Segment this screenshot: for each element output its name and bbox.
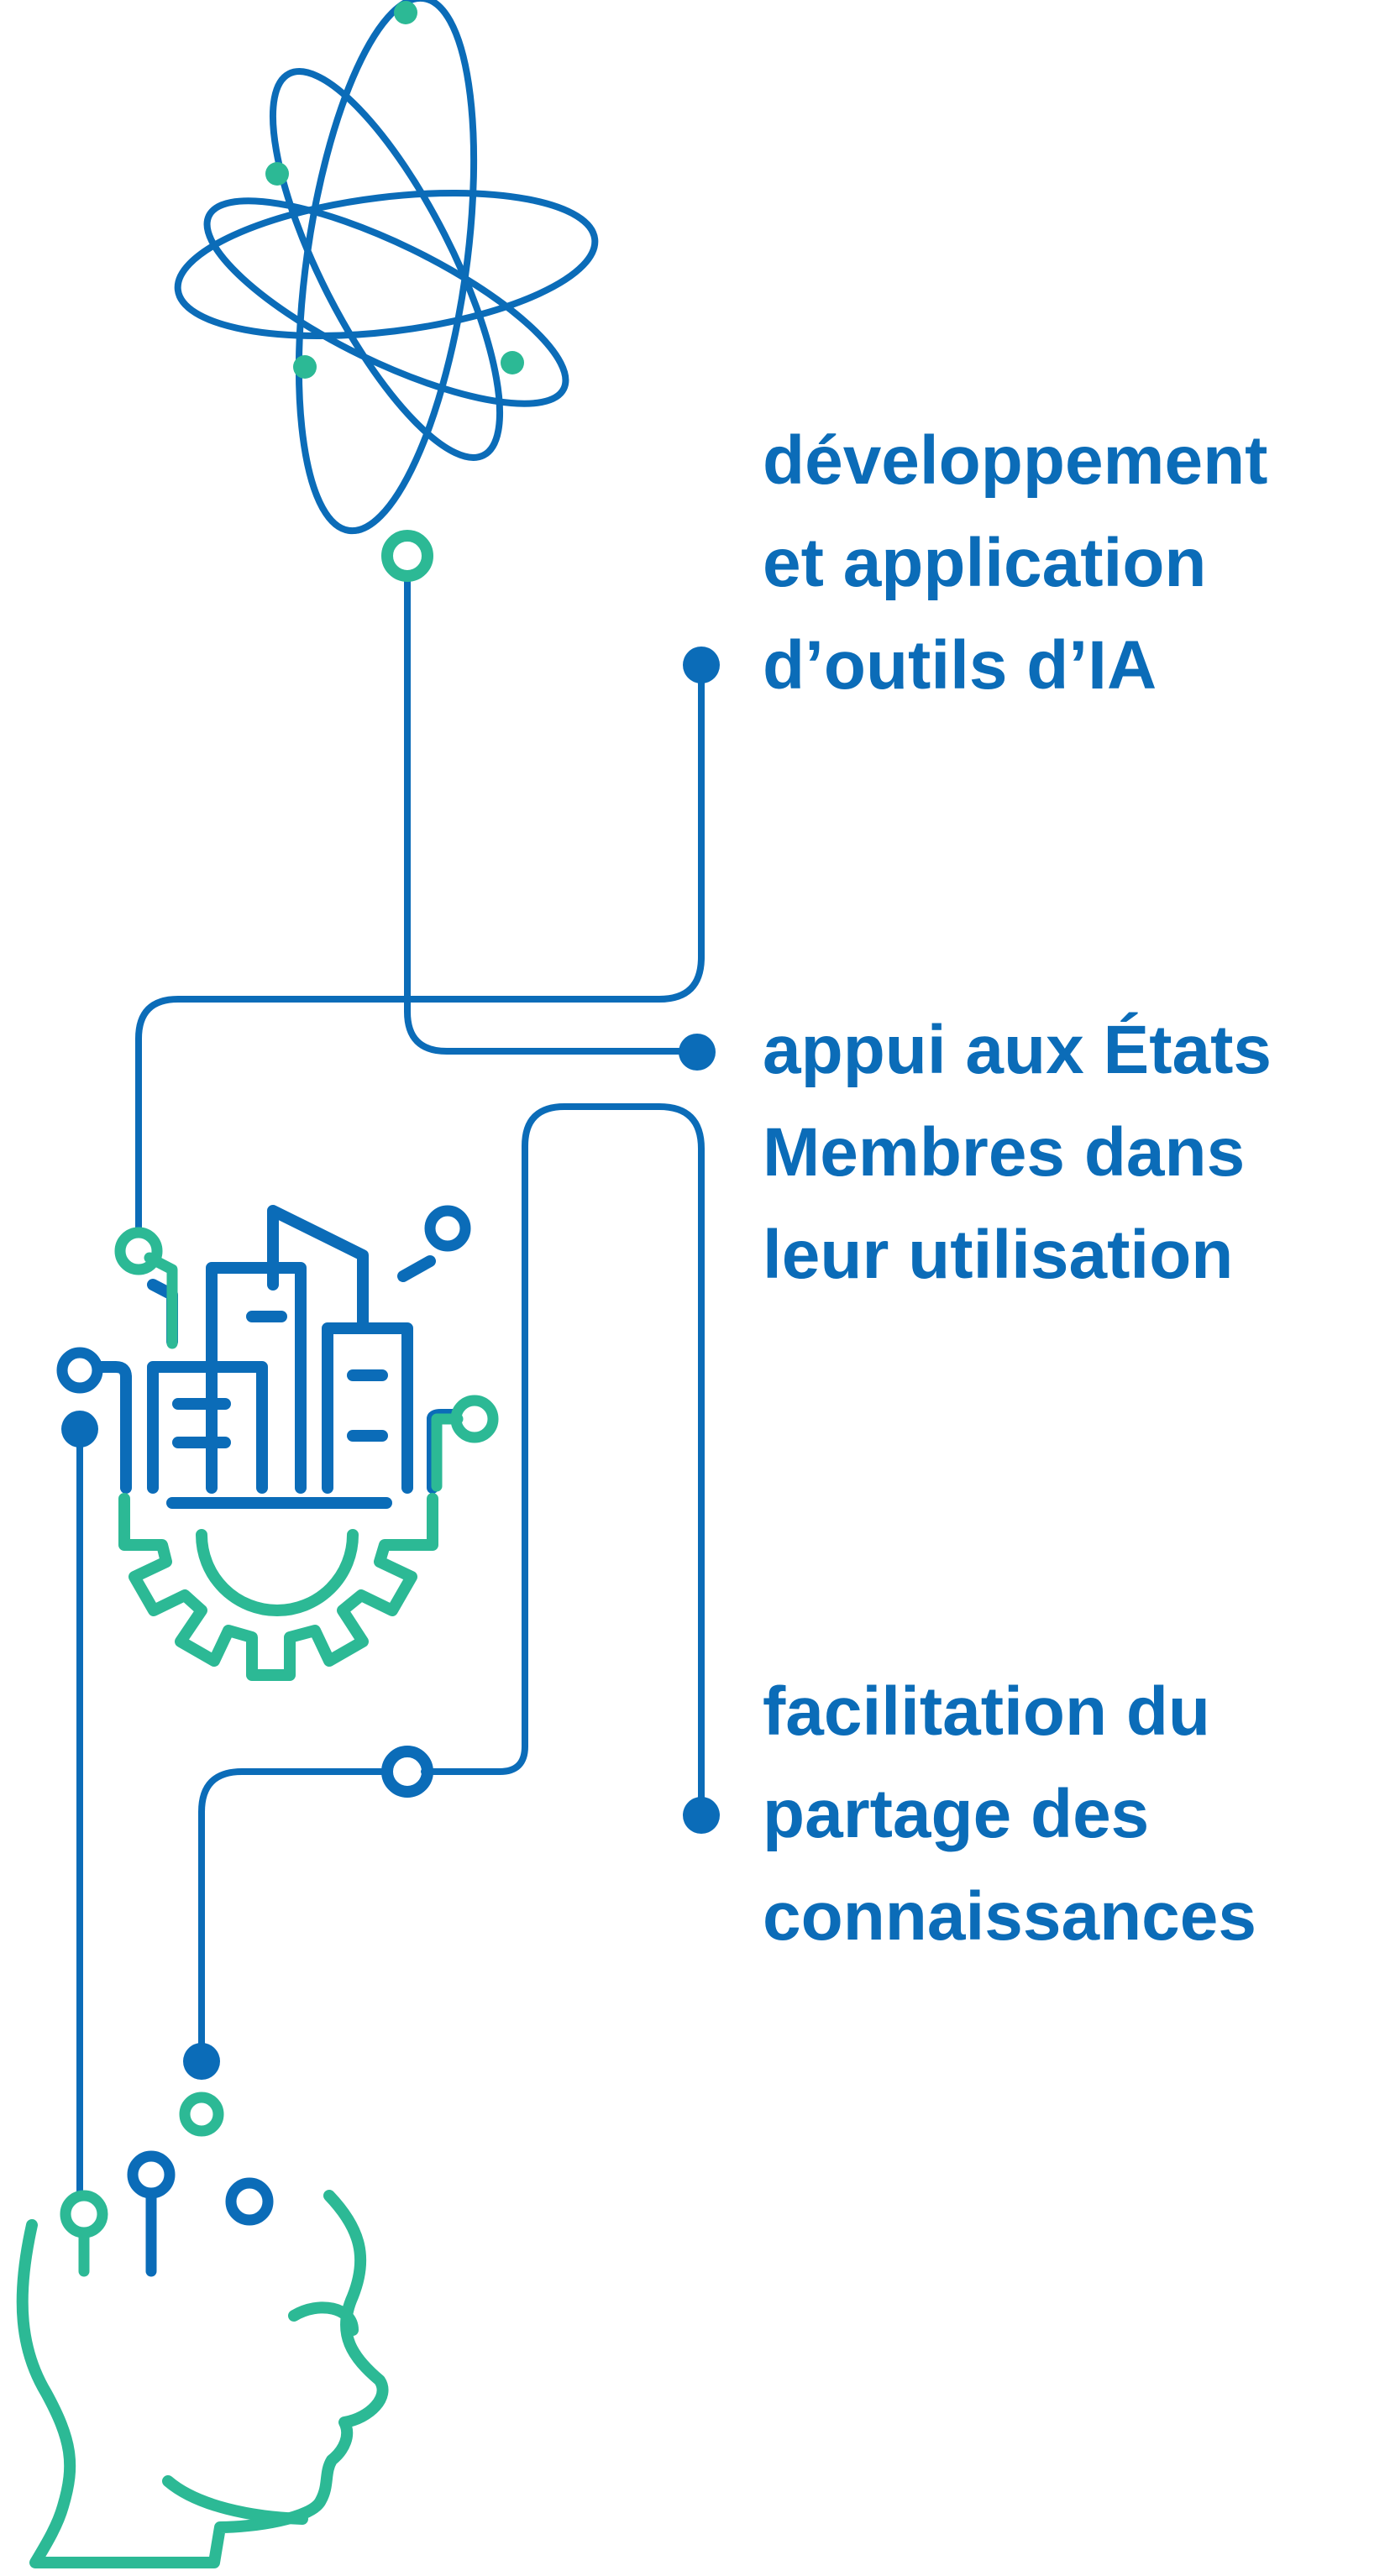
- label-knowledge: facilitation du partage des connaissance…: [763, 1661, 1256, 1968]
- label-support-line-3: leur utilisation: [763, 1217, 1234, 1293]
- label-tools-line-2: et application: [763, 525, 1207, 601]
- label-support-line-1: appui aux États: [763, 1012, 1272, 1088]
- label-support: appui aux États Membres dans leur utilis…: [763, 999, 1272, 1306]
- label-support-line-2: Membres dans: [763, 1114, 1246, 1191]
- city-gear-icon: [56, 1205, 499, 1681]
- label-knowledge-line-1: facilitation du: [763, 1673, 1210, 1750]
- ai-head-icon: [16, 2092, 389, 2568]
- label-tools-line-3: d’outils d’IA: [763, 627, 1157, 704]
- connector-lines: [76, 576, 705, 2195]
- label-tools-line-1: développement: [763, 422, 1268, 499]
- connector-nodes: [61, 530, 720, 2080]
- label-knowledge-line-2: partage des: [763, 1776, 1150, 1852]
- label-knowledge-line-3: connaissances: [763, 1878, 1256, 1955]
- label-tools: développement et application d’outils d’…: [763, 410, 1267, 717]
- atom-icon: [174, 0, 599, 535]
